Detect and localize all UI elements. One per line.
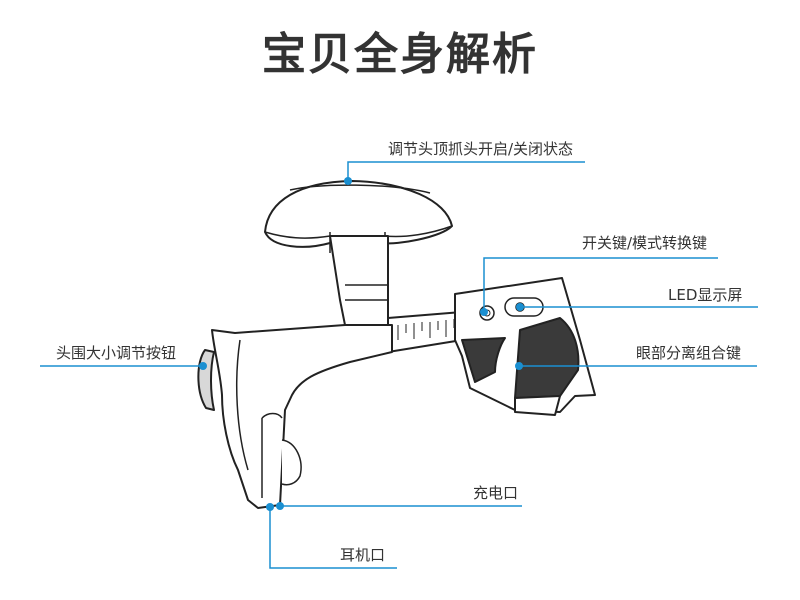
page-title: 宝贝全身解析 bbox=[262, 29, 538, 80]
main-body bbox=[211, 324, 393, 509]
label-power-mode: 开关键/模式转换键 bbox=[582, 234, 708, 252]
label-charge-port: 充电口 bbox=[473, 484, 519, 502]
label-eye-keys: 眼部分离组合键 bbox=[636, 344, 742, 362]
dot-charge-port bbox=[276, 502, 284, 510]
dot-eye-keys bbox=[515, 362, 523, 370]
ruler-arm bbox=[387, 311, 463, 353]
dot-led-screen bbox=[516, 303, 524, 311]
label-led-screen: LED显示屏 bbox=[668, 286, 743, 304]
leader-head-grip bbox=[347, 161, 585, 181]
main-post bbox=[329, 235, 389, 326]
dot-power-mode bbox=[480, 308, 488, 316]
eye-module bbox=[454, 277, 596, 416]
label-head-grip: 调节头顶抓头开启/关闭状态 bbox=[388, 140, 574, 158]
dot-earphone-port bbox=[266, 503, 274, 511]
dot-head-grip bbox=[344, 177, 352, 185]
label-earphone-port: 耳机口 bbox=[340, 546, 386, 564]
label-head-size: 头围大小调节按钮 bbox=[56, 344, 177, 362]
leader-earphone-port bbox=[269, 507, 397, 569]
leader-power-mode bbox=[483, 257, 718, 312]
dot-head-size bbox=[199, 362, 207, 370]
head-size-button-shape bbox=[197, 349, 215, 411]
